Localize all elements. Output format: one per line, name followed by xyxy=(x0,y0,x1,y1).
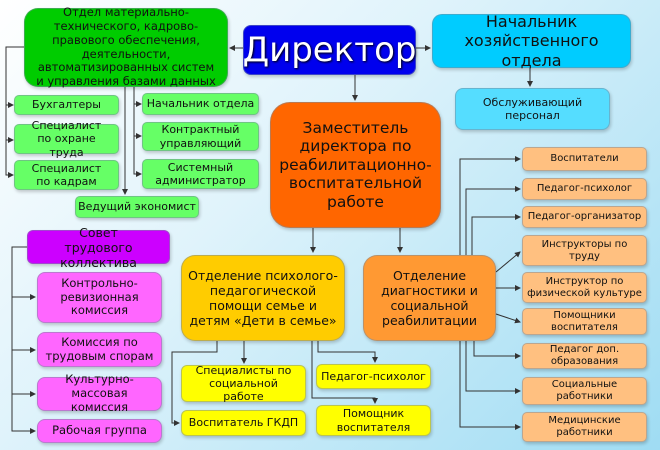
diag-staff-box: Педагог-психолог xyxy=(522,178,647,200)
diag-staff-box: Педагог-организатор xyxy=(522,206,647,228)
psych-dept-label: Отделение психолого-педагогической помощ… xyxy=(188,268,338,328)
diag-dept-box: Отделение диагностики и социальной реаби… xyxy=(363,255,496,341)
labor-council-box: Совет трудового коллектива xyxy=(27,225,170,270)
staff-label: Специалист по кадрам xyxy=(31,161,102,188)
service-staff-label: Обслуживающий персонал xyxy=(482,95,583,122)
deputy-label: Заместитель директора по реабилитационно… xyxy=(279,118,432,211)
council-member-label: Контрольно-ревизионная комиссия xyxy=(60,275,139,318)
diag-staff-label: Социальные работники xyxy=(551,379,618,402)
psych-dept-box: Отделение психолого-педагогической помощ… xyxy=(181,255,345,341)
diag-staff-box: Педагог доп. образования xyxy=(522,343,647,369)
psych-staff-box: Воспитатель ГКДП xyxy=(181,410,306,436)
staff-box: Контрактный управляющий xyxy=(142,122,259,151)
council-member-box: Культурно-массовая комиссия xyxy=(37,372,162,414)
council-member-box: Комиссия по трудовым спорам xyxy=(37,332,162,367)
council-member-label: Рабочая группа xyxy=(52,423,147,438)
diag-staff-box: Инструкторы по труду xyxy=(522,235,647,266)
staff-label: Системный администратор xyxy=(155,160,246,187)
council-member-box: Рабочая группа xyxy=(37,419,162,443)
council-member-label: Культурно-массовая комиссия xyxy=(65,372,134,414)
diag-staff-box: Медицинские работники xyxy=(522,412,647,442)
diag-staff-label: Воспитатели xyxy=(550,153,619,164)
staff-label: Начальник отдела xyxy=(146,97,255,111)
staff-box: Специалист по охране труда xyxy=(14,119,119,159)
labor-council-label: Совет трудового коллектива xyxy=(60,224,137,270)
diag-staff-label: Педагог доп. образования xyxy=(549,344,620,367)
staff-box: Специалист по кадрам xyxy=(14,160,119,190)
diag-staff-box: Воспитатели xyxy=(522,147,647,171)
diag-staff-label: Инструкторы по труду xyxy=(541,238,628,262)
deputy-box: Заместитель директора по реабилитационно… xyxy=(270,102,441,228)
council-member-label: Комиссия по трудовым спорам xyxy=(45,334,154,363)
diag-staff-box: Инструктор по физической культуре xyxy=(522,272,647,303)
material-dept-box: Отдел материально-технического, кадрово-… xyxy=(24,5,228,89)
lead-economist-label: Ведущий экономист xyxy=(78,200,196,214)
psych-staff-box: Специалисты по социальной работе xyxy=(181,363,306,404)
staff-box: Системный администратор xyxy=(142,159,259,189)
lead-economist-box: Ведущий экономист xyxy=(75,196,199,218)
psych-staff-label: Специалисты по социальной работе xyxy=(195,363,292,404)
diag-dept-label: Отделение диагностики и социальной реаби… xyxy=(381,268,478,328)
director-label: Директор xyxy=(242,29,417,70)
council-member-box: Контрольно-ревизионная комиссия xyxy=(37,272,162,323)
staff-box: Начальник отдела xyxy=(142,93,259,115)
psych-staff-label: Помощник воспитателя xyxy=(336,407,411,434)
household-head-box: Начальник хозяйственного отдела xyxy=(432,12,631,70)
diag-staff-label: Педагог-организатор xyxy=(527,211,642,222)
diag-staff-box: Социальные работники xyxy=(522,377,647,405)
household-head-label: Начальник хозяйственного отдела xyxy=(464,12,599,70)
psych-staff-label: Педагог-психолог xyxy=(321,369,426,383)
staff-box: Бухгалтеры xyxy=(14,95,119,115)
diag-staff-box: Помощники воспитателя xyxy=(522,308,647,335)
psych-staff-box: Помощник воспитателя xyxy=(316,405,431,436)
diag-staff-label: Медицинские работники xyxy=(548,415,621,438)
diag-staff-label: Педагог-психолог xyxy=(536,183,633,194)
diag-staff-label: Инструктор по физической культуре xyxy=(527,275,642,299)
material-dept-label: Отдел материально-технического, кадрово-… xyxy=(36,5,216,89)
psych-staff-box: Педагог-психолог xyxy=(316,364,431,389)
psych-staff-label: Воспитатель ГКДП xyxy=(188,416,299,430)
diag-staff-label: Помощники воспитателя xyxy=(551,309,618,333)
director-box: Директор xyxy=(243,25,416,75)
staff-label: Бухгалтеры xyxy=(32,98,101,112)
staff-label: Контрактный управляющий xyxy=(159,123,242,150)
staff-label: Специалист по охране труда xyxy=(31,119,102,159)
service-staff-box: Обслуживающий персонал xyxy=(455,88,610,130)
